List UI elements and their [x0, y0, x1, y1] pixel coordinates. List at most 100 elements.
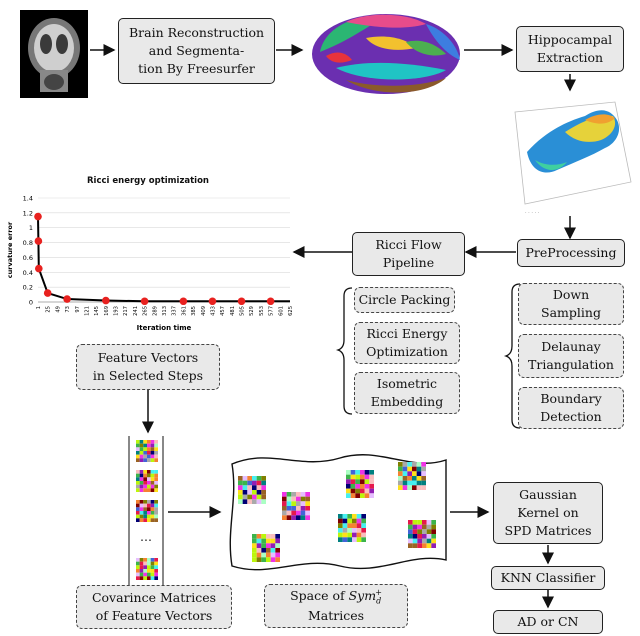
space-sym-math: Sym — [348, 587, 377, 603]
spd-matrix — [398, 462, 426, 490]
spd-matrix — [338, 514, 366, 542]
isometric-embedding-label: Isometric Embedding — [370, 375, 444, 409]
y-tick-label: 1 — [29, 224, 33, 232]
brace-preprocessing-steps — [503, 283, 521, 429]
x-tick-label: 193 — [114, 306, 120, 316]
x-tick-label: 409 — [201, 306, 207, 316]
covariance-matrix — [136, 470, 158, 492]
brace-ricci-steps — [335, 287, 353, 415]
space-sym-line2: Matrices — [307, 608, 365, 624]
boundary-detection-label: Boundary Detection — [540, 390, 602, 424]
covariance-matrix — [136, 558, 158, 580]
data-point — [237, 297, 246, 306]
y-tick-label: 1.4 — [23, 195, 33, 203]
svg-text:· · · · ·: · · · · · — [525, 210, 540, 216]
x-tick-label: 601 — [278, 306, 284, 316]
y-tick-label: 0.8 — [23, 239, 33, 247]
gaussian-kernel-label: Gaussian Kernel on SPD Matrices — [504, 486, 592, 539]
spd-matrix — [282, 492, 310, 520]
data-point — [102, 296, 110, 305]
space-sym-box: Space of Symd+ Matrices — [264, 584, 408, 628]
feature-vectors-box: Feature Vectors in Selected Steps — [76, 344, 220, 390]
data-point — [34, 237, 43, 245]
x-axis-label: Iteration time — [137, 324, 192, 332]
brain-reconstruction-label: Brain Reconstruction and Segmenta- tion … — [128, 24, 265, 77]
down-sampling-box: Down Sampling — [518, 283, 624, 325]
down-sampling-label: Down Sampling — [541, 286, 601, 320]
boundary-detection-box: Boundary Detection — [518, 387, 624, 429]
space-sym-sub: d — [376, 596, 382, 606]
data-point — [208, 297, 217, 306]
space-sym-label: Space of — [290, 587, 345, 603]
covariance-matrix — [136, 500, 158, 522]
ricci-flow-label: Ricci Flow Pipeline — [375, 236, 442, 270]
manifold-region — [229, 454, 447, 571]
y-tick-label: 0.6 — [23, 254, 33, 262]
x-tick-label: 313 — [162, 306, 168, 316]
mri-image — [20, 10, 88, 98]
data-point — [179, 297, 188, 306]
ricci-flow-box: Ricci Flow Pipeline — [352, 232, 465, 276]
result-label: AD or CN — [517, 613, 579, 629]
space-sym-sup: + — [375, 587, 382, 597]
data-point — [34, 212, 42, 221]
knn-box: KNN Classifier — [491, 566, 605, 590]
ellipsis: … — [140, 530, 152, 544]
x-tick-label: 217 — [123, 306, 129, 316]
delaunay-box: Delaunay Triangulation — [518, 334, 624, 378]
x-tick-label: 385 — [191, 306, 197, 316]
circle-packing-label: Circle Packing — [358, 291, 451, 307]
data-point — [35, 264, 43, 273]
result-box: AD or CN — [493, 610, 603, 634]
x-tick-label: 289 — [152, 306, 158, 316]
x-tick-label: 505 — [240, 306, 246, 316]
hippocampus-mesh-image: · · · · · — [514, 101, 632, 216]
data-point — [140, 297, 149, 306]
x-tick-label: 145 — [94, 306, 100, 316]
x-tick-label: 337 — [172, 306, 178, 316]
y-axis-label: curvature error — [6, 221, 14, 278]
covariance-column — [128, 436, 164, 588]
circle-packing-box: Circle Packing — [354, 287, 455, 313]
brain-reconstruction-box: Brain Reconstruction and Segmenta- tion … — [118, 18, 275, 84]
knn-label: KNN Classifier — [500, 569, 596, 585]
x-tick-label: 361 — [181, 306, 187, 316]
x-tick-label: 577 — [269, 306, 275, 316]
spd-matrix — [252, 534, 280, 562]
y-tick-label: 0.2 — [23, 284, 33, 292]
delaunay-label: Delaunay Triangulation — [528, 338, 614, 372]
x-tick-label: 121 — [84, 306, 90, 316]
x-tick-label: 457 — [220, 306, 226, 316]
spd-matrix — [408, 520, 436, 548]
x-tick-label: 97 — [75, 306, 81, 313]
data-point — [43, 289, 52, 297]
x-tick-label: 25 — [46, 306, 52, 313]
x-tick-label: 553 — [259, 306, 265, 316]
x-tick-label: 265 — [143, 306, 149, 316]
y-tick-label: 1.2 — [23, 209, 33, 217]
preprocessing-label: PreProcessing — [525, 244, 617, 260]
covariance-box: Covarince Matrices of Feature Vectors — [76, 585, 232, 629]
feature-vectors-label: Feature Vectors in Selected Steps — [92, 349, 204, 383]
covariance-label: Covarince Matrices of Feature Vectors — [91, 589, 217, 623]
preprocessing-box: PreProcessing — [517, 239, 625, 267]
ricci-energy-label: Ricci Energy Optimization — [366, 325, 448, 359]
ricci-energy-box: Ricci Energy Optimization — [354, 322, 460, 364]
x-tick-label: 481 — [230, 306, 236, 316]
x-tick-label: 169 — [104, 306, 110, 316]
isometric-embedding-box: Isometric Embedding — [354, 372, 460, 414]
y-tick-label: 0.4 — [23, 269, 33, 277]
covariance-matrix — [136, 440, 158, 462]
x-tick-label: 241 — [133, 306, 139, 316]
gaussian-kernel-box: Gaussian Kernel on SPD Matrices — [493, 482, 603, 544]
hippocampal-extraction-label: Hippocampal Extraction — [527, 31, 613, 65]
spd-matrix — [346, 470, 374, 498]
y-tick-label: 0 — [29, 299, 33, 307]
data-point — [63, 295, 71, 303]
spd-matrix — [238, 476, 266, 504]
brain-surface-image — [312, 14, 460, 94]
hippocampal-extraction-box: Hippocampal Extraction — [516, 26, 624, 72]
x-tick-label: 49 — [55, 306, 61, 313]
